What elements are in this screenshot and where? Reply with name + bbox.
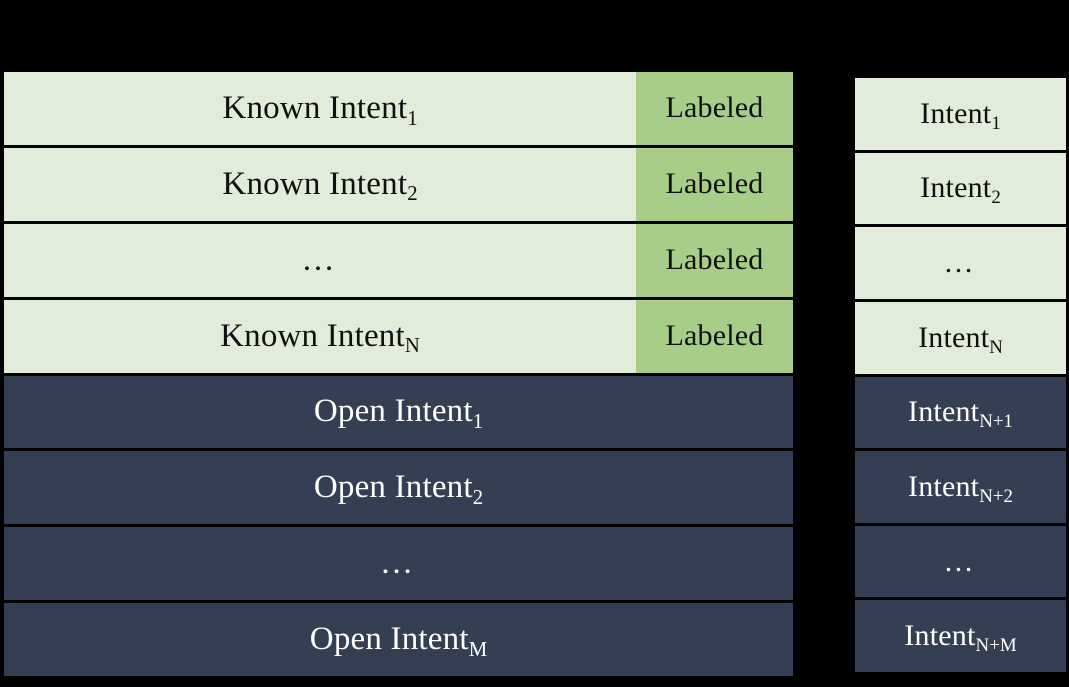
intent-index-column: Intent1 Intent2 … IntentN IntentN+1 Inte…	[855, 78, 1066, 672]
table-row: Open Intent2	[4, 451, 793, 528]
table-row: Open Intent1	[4, 375, 793, 452]
table-row: Known IntentN Labeled	[4, 299, 793, 376]
intent-index-label-n-plus-m: IntentN+M	[904, 619, 1017, 657]
known-intent-cell-n: Known IntentN	[4, 299, 636, 373]
intent-index-label-n-plus-1: IntentN+1	[908, 395, 1013, 433]
list-item: IntentN	[855, 301, 1066, 377]
intent-index-label-n: IntentN	[918, 320, 1003, 358]
intent-index-label-n-plus-2: IntentN+2	[908, 469, 1013, 507]
known-intent-cell-1: Known Intent1	[4, 72, 636, 145]
list-item: Intent1	[855, 78, 1066, 153]
open-intent-cell-2: Open Intent2	[4, 451, 793, 525]
table-row: …	[4, 527, 793, 604]
list-item: IntentN+M	[855, 600, 1066, 672]
labeled-tag-cell-4: Labeled	[636, 299, 793, 373]
open-intent-label-m: Open IntentM	[309, 621, 488, 661]
open-intent-label-1: Open Intent1	[313, 393, 484, 434]
intent-index-label-2: Intent2	[920, 171, 1001, 209]
known-intent-cell-ellipsis: …	[4, 223, 636, 297]
table-row: Known Intent2 Labeled	[4, 147, 793, 224]
labeled-tag-text-1: Labeled	[665, 91, 764, 125]
labeled-tag-cell-3: Labeled	[636, 223, 793, 297]
ellipsis-text: …	[943, 544, 978, 578]
labeled-tag-text-4: Labeled	[665, 319, 764, 353]
labeled-tag-cell-1: Labeled	[636, 72, 793, 145]
known-intent-label-2: Known Intent2	[222, 165, 418, 206]
list-item: IntentN+2	[855, 451, 1066, 526]
labeled-tag-cell-2: Labeled	[636, 147, 793, 221]
ellipsis-text: …	[301, 241, 339, 278]
list-item: …	[855, 525, 1066, 601]
table-row: Known Intent1 Labeled	[4, 72, 793, 148]
labeled-tag-text-2: Labeled	[665, 167, 764, 201]
intent-index-label-1: Intent1	[920, 96, 1001, 134]
known-intent-label-n: Known IntentN	[220, 317, 420, 358]
list-item: Intent2	[855, 152, 1066, 228]
open-intent-cell-m: Open IntentM	[4, 603, 793, 676]
open-intent-cell-ellipsis: …	[4, 527, 793, 601]
ellipsis-text: …	[380, 545, 417, 582]
list-item: IntentN+1	[855, 376, 1066, 452]
known-intent-label-1: Known Intent1	[222, 89, 418, 130]
ellipsis-text: …	[943, 246, 978, 280]
known-intent-cell-2: Known Intent2	[4, 147, 636, 221]
intent-set-table: Known Intent1 Labeled Known Intent2 Labe…	[4, 72, 793, 676]
table-row: Open IntentM	[4, 603, 793, 676]
labeled-tag-text-3: Labeled	[665, 243, 764, 277]
open-intent-label-2: Open Intent2	[313, 469, 484, 509]
open-intent-cell-1: Open Intent1	[4, 375, 793, 449]
table-row: … Labeled	[4, 223, 793, 300]
list-item: …	[855, 227, 1066, 302]
